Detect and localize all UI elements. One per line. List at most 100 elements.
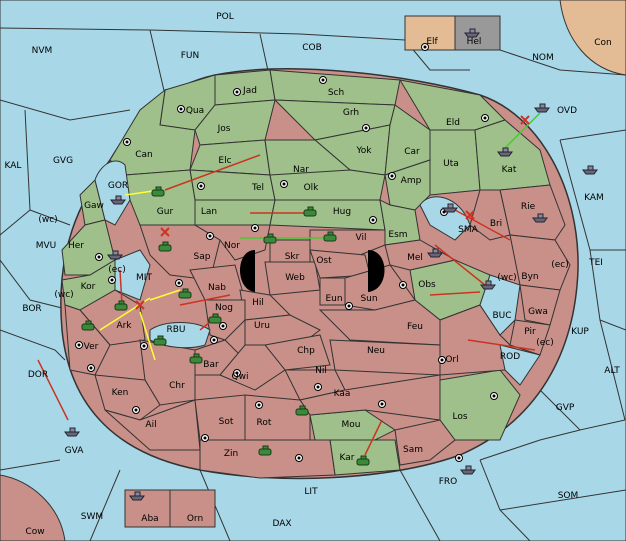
sea-label-nvm: NVM bbox=[32, 46, 53, 56]
fleet-unit-icon[interactable] bbox=[534, 103, 550, 113]
sea-label-pol: POL bbox=[216, 12, 234, 22]
sea-mit[interactable] bbox=[114, 249, 151, 301]
fleet-unit-icon[interactable] bbox=[582, 165, 598, 175]
army-unit-icon[interactable] bbox=[303, 206, 317, 217]
sea-buc[interactable] bbox=[479, 274, 521, 336]
army-unit-icon[interactable] bbox=[356, 455, 370, 466]
territory-label-eld: Eld bbox=[446, 118, 460, 128]
sea-label-lit: LIT bbox=[304, 487, 318, 497]
supply-centers bbox=[75, 43, 498, 462]
supply-center-marker bbox=[219, 322, 227, 330]
fleet-unit-icon[interactable] bbox=[110, 195, 126, 205]
pink-territories bbox=[64, 184, 571, 479]
supply-center-marker bbox=[197, 182, 205, 190]
army-unit-icon[interactable] bbox=[323, 231, 337, 242]
sea-label-tei: TEI bbox=[588, 258, 603, 268]
supply-center-marker bbox=[388, 172, 396, 180]
territory-label-sap: Sap bbox=[194, 252, 211, 262]
territory-label-ost: Ost bbox=[316, 256, 332, 266]
army-unit-icon[interactable] bbox=[263, 233, 277, 244]
fleet-unit-icon[interactable] bbox=[497, 147, 513, 157]
territory-sam[interactable] bbox=[394, 419, 456, 466]
territory-label-nor: Nor bbox=[224, 241, 240, 251]
fleet-unit-icon[interactable] bbox=[480, 280, 496, 290]
army-unit-icon[interactable] bbox=[81, 320, 95, 331]
territory-label-car: Car bbox=[404, 147, 420, 157]
territory-label-chr: Chr bbox=[169, 381, 185, 391]
fleet-unit-icon[interactable] bbox=[107, 250, 123, 260]
territory-orn[interactable] bbox=[169, 489, 216, 528]
sea-label-dor: DOR bbox=[28, 370, 48, 380]
supply-center-marker bbox=[132, 406, 140, 414]
supply-center-marker bbox=[362, 124, 370, 132]
territory-label-kat: Kat bbox=[502, 165, 517, 175]
fleet-unit-icon[interactable] bbox=[460, 465, 476, 475]
army-unit-icon[interactable] bbox=[114, 300, 128, 311]
territory-label-hug: Hug bbox=[333, 207, 351, 217]
army-unit-icon[interactable] bbox=[178, 288, 192, 299]
sea-label-mvu: MVU bbox=[36, 241, 57, 251]
fleet-unit-icon[interactable] bbox=[442, 203, 458, 213]
territory-label-orl: Orl bbox=[445, 355, 458, 365]
territory-hug[interactable] bbox=[269, 199, 386, 231]
territory-rot[interactable] bbox=[244, 394, 311, 441]
territory-label-pir: Pir bbox=[524, 327, 536, 337]
army-unit-icon[interactable] bbox=[295, 405, 309, 416]
fleet-unit-icon[interactable] bbox=[464, 28, 480, 38]
move-arrow bbox=[364, 419, 383, 456]
units bbox=[64, 28, 598, 501]
fleet-unit-icon[interactable] bbox=[427, 248, 443, 258]
supply-center-marker bbox=[95, 253, 103, 261]
army-unit-icon[interactable] bbox=[208, 313, 222, 324]
territory-zin[interactable] bbox=[199, 439, 336, 479]
move-arrow bbox=[119, 269, 123, 306]
sea-label-sma: SMA bbox=[458, 225, 478, 235]
territory-ver[interactable] bbox=[64, 304, 111, 376]
territory-olk[interactable] bbox=[269, 169, 386, 201]
sea-label-swm: SWM bbox=[81, 512, 103, 522]
territory-feu[interactable] bbox=[318, 299, 441, 346]
army-unit-icon[interactable] bbox=[153, 335, 167, 346]
supply-center-marker bbox=[319, 76, 327, 84]
supply-center-marker bbox=[421, 43, 429, 51]
coast-label: (ec) bbox=[536, 338, 554, 348]
army-unit-icon[interactable] bbox=[258, 445, 272, 456]
territory-label-esm: Esm bbox=[388, 230, 407, 240]
sea-label-gor: GOR bbox=[108, 181, 128, 191]
fleet-unit-icon[interactable] bbox=[532, 213, 548, 223]
move-arrow bbox=[429, 291, 481, 296]
supply-center-marker bbox=[295, 454, 303, 462]
fleet-unit-icon[interactable] bbox=[129, 491, 145, 501]
sea-label-buc: BUC bbox=[492, 311, 511, 321]
territory-label-chp: Chp bbox=[297, 346, 315, 356]
supply-center-marker bbox=[175, 279, 183, 287]
territory-qwi[interactable] bbox=[219, 344, 286, 391]
move-arrow bbox=[454, 209, 511, 241]
territory-label-sot: Sot bbox=[219, 417, 234, 427]
supply-center-marker bbox=[481, 114, 489, 122]
territory-label-tel: Tel bbox=[251, 183, 264, 193]
army-unit-icon[interactable] bbox=[151, 186, 165, 197]
conflict-x-icon bbox=[465, 210, 475, 220]
sea-gor[interactable] bbox=[94, 160, 131, 226]
army-unit-icon[interactable] bbox=[158, 241, 172, 252]
territory-uta[interactable] bbox=[429, 129, 481, 196]
fleet-unit-icon[interactable] bbox=[64, 427, 80, 437]
territory-ken[interactable] bbox=[94, 374, 161, 421]
move-arrow bbox=[467, 339, 536, 351]
supply-center-marker bbox=[490, 392, 498, 400]
sea-rod[interactable] bbox=[499, 344, 541, 386]
territory-label-aba: Aba bbox=[141, 514, 158, 524]
territory-label-jos: Jos bbox=[217, 124, 231, 134]
territory-mel[interactable] bbox=[384, 239, 457, 271]
territory-neu[interactable] bbox=[329, 339, 441, 376]
army-unit-icon[interactable] bbox=[189, 353, 203, 364]
territory-label-mou: Mou bbox=[342, 420, 361, 430]
territory-label-bar: Bar bbox=[203, 360, 219, 370]
sea-label-cow: Cow bbox=[25, 527, 44, 537]
territory-ail[interactable] bbox=[104, 399, 201, 451]
territory-label-bri: Bri bbox=[490, 219, 502, 229]
territory-label-byn: Byn bbox=[521, 272, 538, 282]
territory-jos[interactable] bbox=[194, 99, 276, 146]
territory-byn[interactable] bbox=[509, 234, 571, 291]
